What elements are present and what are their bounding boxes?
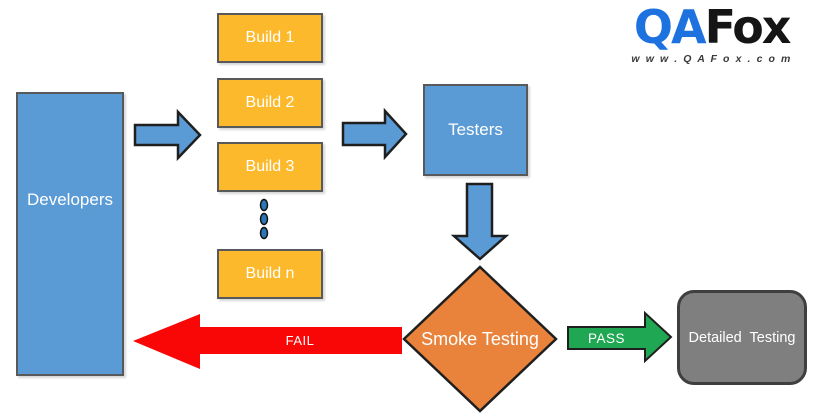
logo-brand-prefix: QA [633,0,707,54]
build-2-label: Build 2 [245,94,295,111]
smoke-testing-diamond [402,265,558,413]
build-n-node: Build n [217,249,323,299]
developers-label: Developers [27,190,113,209]
qafox-logo: QAFox w w w . Q A F o x . c o m [631,4,792,65]
build-2-node: Build 2 [217,78,323,128]
logo-brand-suffix: Fox [704,0,792,54]
arrow-right-builds-to-testers-icon [341,107,408,161]
pass-arrow-right-icon [567,310,673,364]
testers-node: Testers [423,84,528,176]
arrow-right-developers-to-builds-icon [133,108,202,162]
build-1-label: Build 1 [245,29,295,46]
detailed-testing-label: Detailed Testing [688,329,796,346]
detailed-testing-node: Detailed Testing [677,290,807,385]
arrow-down-testers-to-smoke-icon [450,182,510,261]
fail-arrow-left-icon [133,314,402,369]
build-3-node: Build 3 [217,142,323,192]
build-1-node: Build 1 [217,13,323,63]
logo-website: w w w . Q A F o x . c o m [631,53,792,65]
testers-label: Testers [448,120,503,139]
build-n-label: Build n [245,265,295,282]
logo-brand: QAFox [631,4,792,50]
build-3-label: Build 3 [245,158,295,175]
developers-node: Developers [16,92,124,376]
ellipsis-dots-icon [259,198,269,240]
